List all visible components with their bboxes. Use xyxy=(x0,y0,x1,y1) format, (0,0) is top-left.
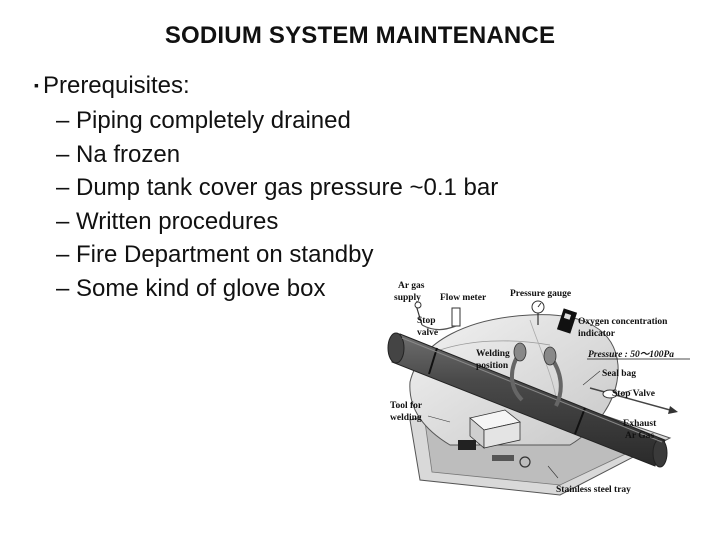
exhaust-arrow-icon xyxy=(668,406,678,414)
glove-port xyxy=(543,346,557,366)
tool-ring-icon xyxy=(519,456,531,468)
sub-bullet: – Na frozen xyxy=(34,138,498,172)
dash-marker: – xyxy=(56,140,70,168)
pipe-end xyxy=(652,438,668,468)
flow-meter-icon xyxy=(451,307,461,327)
gas-tube xyxy=(421,324,457,331)
label-pressure-gauge: Pressure gauge xyxy=(510,289,571,299)
sub-bullet: – Dump tank cover gas pressure ~0.1 bar xyxy=(34,171,498,205)
exhaust-line xyxy=(589,387,671,411)
tool-block-icon xyxy=(492,455,514,461)
label-flow-meter: Flow meter xyxy=(440,293,487,303)
sub-bullet-text: Written procedures xyxy=(76,207,279,235)
dash-marker: – xyxy=(56,274,70,302)
leader-line xyxy=(547,465,559,479)
square-bullet-icon: ▪ xyxy=(34,77,39,93)
bullet-prerequisites: ▪ Prerequisites: xyxy=(34,70,498,104)
sub-bullet-text: Some kind of glove box xyxy=(76,274,326,302)
pipe-band xyxy=(428,347,438,375)
label-exhaust: Exhaust xyxy=(623,419,657,429)
oxygen-indicator-screen xyxy=(563,313,572,320)
sub-bullet: – Some kind of glove box xyxy=(34,272,498,306)
sub-bullet-text: Fire Department on standby xyxy=(76,241,374,268)
sub-bullet-text: Na frozen xyxy=(76,140,181,168)
dash-marker: – xyxy=(56,207,70,235)
tool-box-front xyxy=(483,421,521,449)
sub-bullet: – Written procedures xyxy=(34,205,498,239)
dash-marker: – xyxy=(56,241,70,268)
label-seal-bag: Seal bag xyxy=(602,369,636,379)
oxygen-indicator-icon xyxy=(556,308,578,334)
glove-box-diagram: Ar gas supply Flow meter Pressure gauge … xyxy=(387,281,690,496)
label-welding-position: position xyxy=(476,361,509,371)
glove-port xyxy=(513,342,527,362)
label-ar-gas: supply xyxy=(394,293,421,303)
label-stop-valve-right: Stop Valve xyxy=(612,389,655,399)
pipe-band xyxy=(574,407,586,435)
slide-title: SODIUM SYSTEM MAINTENANCE xyxy=(164,22,556,49)
bullet-list: ▪ Prerequisites: – Piping completely dra… xyxy=(34,70,498,305)
label-oxygen-indicator: indicator xyxy=(578,329,616,339)
dash-marker: – xyxy=(56,174,70,201)
leader-line xyxy=(427,415,451,423)
label-stop-valve: Stop xyxy=(417,316,435,326)
label-stop-valve: valve xyxy=(417,328,438,338)
sub-bullet: – Fire Department on standby xyxy=(34,238,498,272)
seal-bag-fold xyxy=(439,340,551,351)
bullet-heading: Prerequisites: xyxy=(42,72,190,99)
label-ar-gas: Ar gas xyxy=(398,281,425,291)
leader-line xyxy=(619,389,633,395)
pressure-gauge-needle xyxy=(537,302,542,308)
label-exhaust: Ar Gas xyxy=(625,431,654,441)
stop-valve-icon xyxy=(414,301,422,309)
sub-bullet: – Piping completely drained xyxy=(34,104,498,138)
label-pressure-range: Pressure : 50～100Pa xyxy=(588,350,674,360)
tool-block-icon xyxy=(458,440,476,450)
label-tool-for-welding: Tool for xyxy=(390,401,423,411)
dash-marker: – xyxy=(56,107,70,134)
pipe-end xyxy=(387,332,405,364)
label-welding-position: Welding xyxy=(476,349,510,359)
pipe-highlight xyxy=(401,337,663,443)
label-oxygen-indicator: Oxygen concentration xyxy=(578,317,668,327)
sub-bullet-text: Dump tank cover gas pressure ~0.1 bar xyxy=(76,174,499,201)
leader-line xyxy=(582,370,601,386)
label-tool-for-welding: welding xyxy=(390,413,422,423)
label-stainless-tray: Stainless steel tray xyxy=(556,485,631,495)
sub-bullet-text: Piping completely drained xyxy=(76,107,351,134)
stop-valve-right-icon xyxy=(602,389,618,399)
